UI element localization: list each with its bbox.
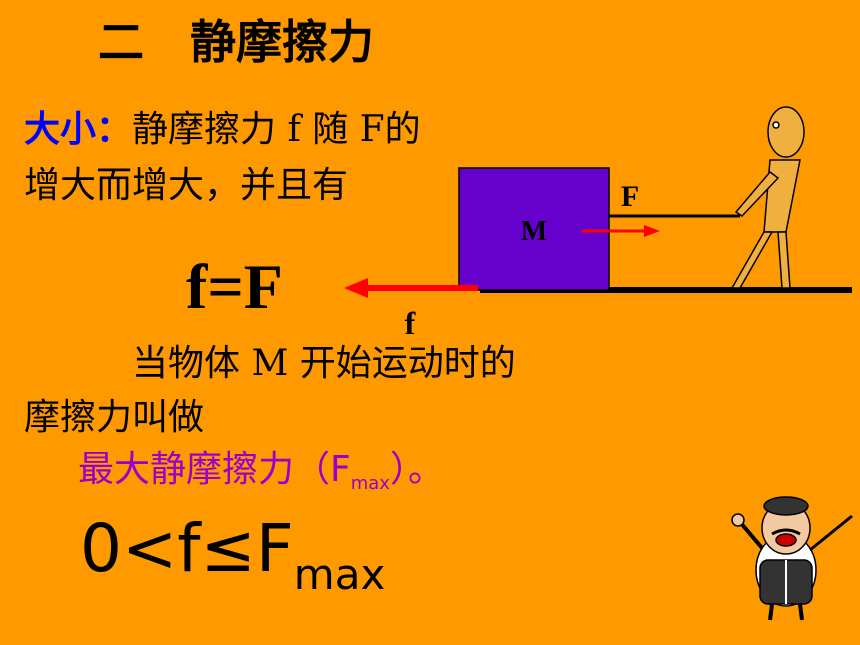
term-main: 最大静摩擦力（F: [78, 449, 351, 490]
section-number: 二: [98, 15, 144, 69]
laughing-man-icon: [731, 496, 853, 621]
intro-label: 大小：: [24, 109, 133, 150]
term-end: ）。: [389, 449, 444, 490]
explanation-line-1: 当物体 M 开始运动时的: [132, 343, 516, 384]
equation: f=F: [186, 251, 283, 322]
block-label: M: [521, 216, 547, 247]
term-subscript: max: [350, 473, 390, 494]
explanation-line-2: 摩擦力叫做: [24, 397, 205, 438]
friction-arrow: [344, 278, 478, 298]
applied-force-arrow: [582, 225, 660, 237]
intro-line-2: 增大而增大，并且有: [24, 165, 349, 206]
applied-force-label: F: [621, 180, 639, 213]
section-title: 静摩擦力: [190, 15, 374, 69]
page-title: 二静摩擦力: [98, 6, 374, 72]
block-m: [458, 167, 610, 291]
friction-inequality: 0<f≤Fmax: [80, 510, 385, 599]
person-pulling-icon: [730, 106, 805, 289]
inequality-subscript: max: [293, 550, 386, 599]
intro-line-1: 大小：静摩擦力 f 随 F的: [24, 100, 421, 152]
friction-label: f: [405, 305, 416, 341]
max-static-friction-term: 最大静摩擦力（Fmax）。: [78, 440, 444, 494]
intro-text-1: 静摩擦力 f 随 F的: [132, 109, 421, 150]
inequality-main: 0<f≤F: [80, 510, 294, 587]
